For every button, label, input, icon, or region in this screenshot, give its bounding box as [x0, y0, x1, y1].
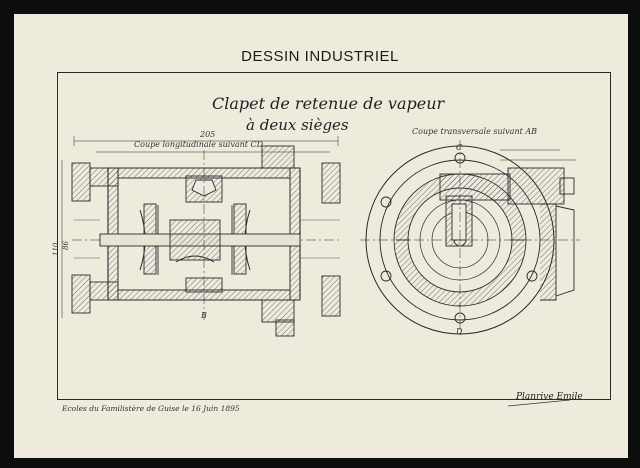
school-caption: Ecoles du Familistère de Guise le 16 Jui…: [62, 404, 240, 413]
label-c: C: [456, 143, 462, 152]
header-title: DESSIN INDUSTRIEL: [241, 48, 399, 65]
dim-top: 205: [199, 130, 215, 139]
drawing-title-line1: Clapet de retenue de vapeur: [212, 94, 445, 113]
drawing-frame: [57, 72, 611, 400]
drawing-title-line2: à deux sièges: [246, 116, 349, 134]
longitudinal-section: [61, 136, 341, 337]
label-b: B: [200, 311, 207, 320]
transverse-section-caption: Coupe transversale suivant AB: [412, 127, 538, 136]
author-signature: Planrive Emile: [516, 392, 583, 402]
label-d: D: [455, 327, 463, 336]
signature-flourish: [507, 399, 571, 407]
longitudinal-section-caption: Coupe longitudinale suivant CD: [134, 140, 264, 149]
dim-left2: 86: [62, 241, 70, 250]
dim-left: 110: [52, 242, 60, 256]
transverse-section: [360, 140, 580, 336]
